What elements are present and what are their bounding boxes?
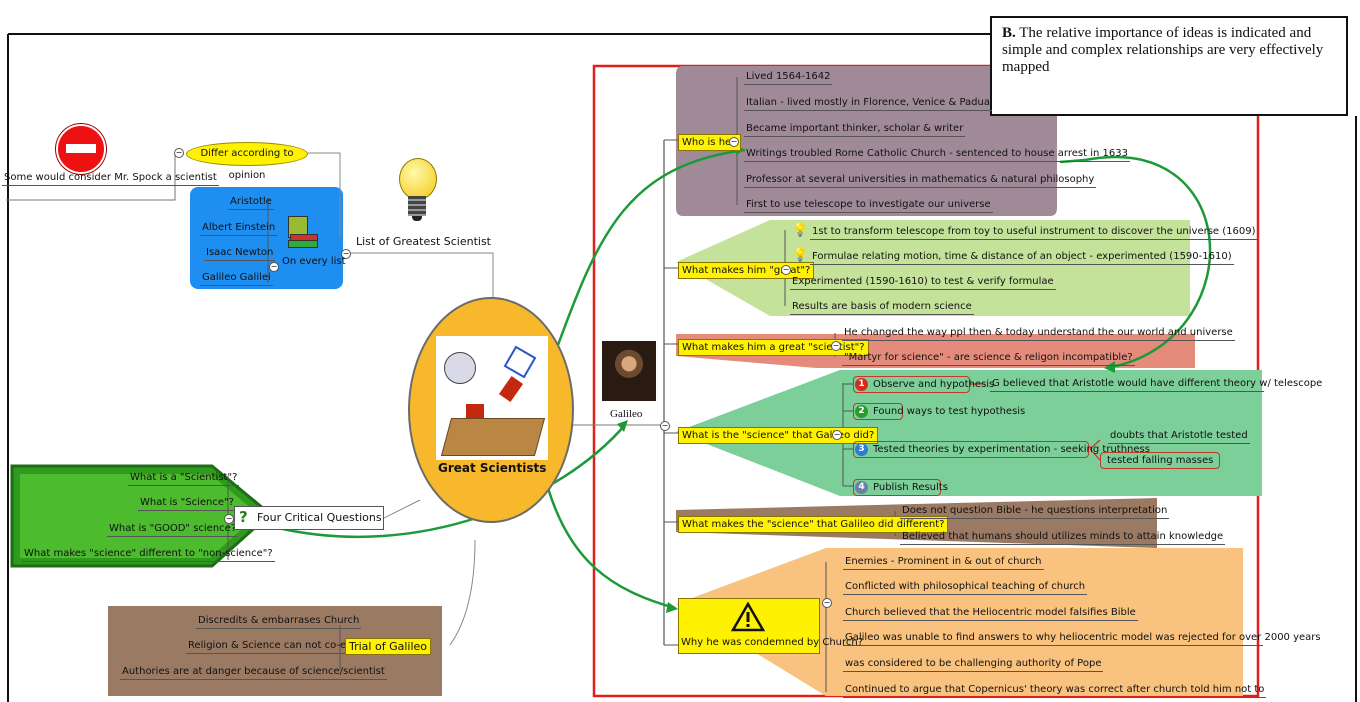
condemned-title: Why he was condemned by Church? xyxy=(681,637,864,648)
different-item[interactable]: Does not question Bible - he questions i… xyxy=(900,505,1170,519)
scientist-name[interactable]: Albert Einstein xyxy=(200,222,278,236)
step-label: Found ways to test hypothesis xyxy=(873,406,1026,417)
collapse-toggle[interactable]: − xyxy=(269,262,279,272)
callout-label: B. xyxy=(1002,25,1016,41)
great-item[interactable]: Results are basis of modern science xyxy=(790,301,974,315)
science-step[interactable]: 1 Observe and hypothesis xyxy=(853,376,994,393)
callout-text: The relative importance of ideas is indi… xyxy=(1002,25,1324,75)
step-label: Observe and hypothesis xyxy=(873,379,995,390)
center-image xyxy=(438,338,546,458)
different-title: What makes the "science" that Galileo di… xyxy=(682,519,945,530)
science-note[interactable]: G believed that Aristotle would have dif… xyxy=(990,378,1322,392)
condemned-item[interactable]: Continued to argue that Copernicus' theo… xyxy=(843,684,1267,698)
great-item[interactable]: Formulae relating motion, time & distanc… xyxy=(810,251,1234,265)
differ-node[interactable]: Differ according to opinion xyxy=(186,142,308,181)
step-number: 3 xyxy=(855,443,868,456)
collapse-toggle[interactable]: − xyxy=(341,249,351,259)
science-title: What is the "science" that Galileo did? xyxy=(682,430,875,441)
list-title[interactable]: List of Greatest Scientist xyxy=(356,235,491,248)
collapse-toggle[interactable]: − xyxy=(224,514,234,524)
scientist-node[interactable]: What makes him a great "scientist"? xyxy=(678,339,869,356)
question-mark-icon: ? xyxy=(239,508,248,526)
step-number: 4 xyxy=(855,481,868,494)
trial-item[interactable]: Authories are at danger because of scien… xyxy=(120,666,387,680)
collapse-toggle[interactable]: − xyxy=(660,421,670,431)
lightbulb-icon: 💡 xyxy=(792,248,809,263)
question-item[interactable]: What is "Science"? xyxy=(138,497,236,511)
trial-title: Trial of Galileo xyxy=(349,640,428,653)
step-label: Tested theories by experimentation - see… xyxy=(873,444,1150,455)
great-title: What makes him "great"? xyxy=(682,265,811,276)
different-item[interactable]: Believed that humans should utilizes min… xyxy=(900,531,1226,545)
scientist-name[interactable]: Isaac Newton xyxy=(204,247,276,261)
lightbulb-icon: 💡 xyxy=(792,223,809,238)
scientist-title: What makes him a great "scientist"? xyxy=(682,342,865,353)
who-item[interactable]: Professor at several universities in mat… xyxy=(744,174,1097,188)
question-item[interactable]: What makes "science" different to "non-s… xyxy=(22,548,275,562)
condemned-node[interactable]: Why he was condemned by Church? xyxy=(678,598,863,654)
collapse-toggle[interactable]: − xyxy=(832,430,842,440)
warning-icon xyxy=(730,601,766,632)
step-label: Publish Results xyxy=(873,482,948,493)
great-node[interactable]: What makes him "great"? xyxy=(678,262,815,279)
stop-sign-icon xyxy=(56,124,106,174)
differ-label: Differ according to opinion xyxy=(200,148,294,181)
condemned-item[interactable]: Enemies - Prominent in & out of church xyxy=(843,556,1044,570)
who-title: Who is he? xyxy=(682,137,737,148)
scientist-item[interactable]: He changed the way ppl then & today unde… xyxy=(842,327,1235,341)
science-note: tested falling masses xyxy=(1107,455,1214,466)
science-step[interactable]: 3 Tested theories by experimentation - se… xyxy=(853,441,1150,458)
who-node[interactable]: Who is he? xyxy=(678,134,741,151)
collapse-toggle[interactable]: − xyxy=(831,341,841,351)
spock-note[interactable]: Some would consider Mr. Spock a scientis… xyxy=(2,172,219,186)
great-item[interactable]: Experimented (1590-1610) to test & verif… xyxy=(790,276,1056,290)
trial-item[interactable]: Religion & Science can not co-exist xyxy=(186,640,364,654)
science-step[interactable]: 2 Found ways to test hypothesis xyxy=(853,403,1025,420)
great-item[interactable]: 1st to transform telescope from toy to u… xyxy=(810,226,1258,240)
science-step[interactable]: 4 Publish Results xyxy=(853,479,948,496)
annotation-callout: B. The relative importance of ideas is i… xyxy=(990,16,1348,116)
step-number: 2 xyxy=(855,405,868,418)
who-item[interactable]: Writings troubled Rome Catholic Church -… xyxy=(744,148,1130,162)
galileo-caption: Galileo xyxy=(610,408,643,420)
science-node[interactable]: What is the "science" that Galileo did? xyxy=(678,427,879,444)
condemned-item[interactable]: Church believed that the Heliocentric mo… xyxy=(843,607,1138,621)
collapse-toggle[interactable]: − xyxy=(781,265,791,275)
who-item[interactable]: First to use telescope to investigate ou… xyxy=(744,199,993,213)
scientist-name[interactable]: Galileo Galilei xyxy=(200,272,273,286)
condemned-item[interactable]: Conflicted with philosophical teaching o… xyxy=(843,581,1088,595)
center-title[interactable]: Great Scientists xyxy=(438,461,547,475)
questions-title: Four Critical Questions xyxy=(257,511,382,524)
different-node[interactable]: What makes the "science" that Galileo di… xyxy=(678,516,949,533)
question-item[interactable]: What is "GOOD" science? xyxy=(107,523,239,537)
collapse-toggle[interactable]: − xyxy=(822,598,832,608)
science-note[interactable]: doubts that Aristotle tested xyxy=(1108,430,1250,444)
on-every-list[interactable]: On every list xyxy=(282,256,346,267)
trial-node[interactable]: Trial of Galileo xyxy=(345,638,432,655)
scientist-name[interactable]: Aristotle xyxy=(228,196,274,210)
trial-item[interactable]: Discredits & embarrases Church xyxy=(196,615,362,629)
questions-node[interactable]: ? Four Critical Questions xyxy=(234,506,384,530)
scientist-item[interactable]: "Martyr for science" - are science & rel… xyxy=(842,352,1135,366)
condemned-item[interactable]: Galileo was unable to find answers to wh… xyxy=(843,632,1321,646)
books-icon xyxy=(286,212,320,252)
science-note-box[interactable]: tested falling masses xyxy=(1100,452,1220,469)
collapse-toggle[interactable]: − xyxy=(729,137,739,147)
step-number: 1 xyxy=(855,378,868,391)
condemned-item[interactable]: was considered to be challenging authori… xyxy=(843,658,1104,672)
who-item[interactable]: Became important thinker, scholar & writ… xyxy=(744,123,966,137)
lightbulb-icon xyxy=(397,158,437,228)
collapse-toggle[interactable]: − xyxy=(174,148,184,158)
who-item[interactable]: Lived 1564-1642 xyxy=(744,71,833,85)
who-item[interactable]: Italian - lived mostly in Florence, Veni… xyxy=(744,97,992,111)
galileo-portrait-icon xyxy=(602,341,656,401)
question-item[interactable]: What is a "Scientist"? xyxy=(128,472,240,486)
